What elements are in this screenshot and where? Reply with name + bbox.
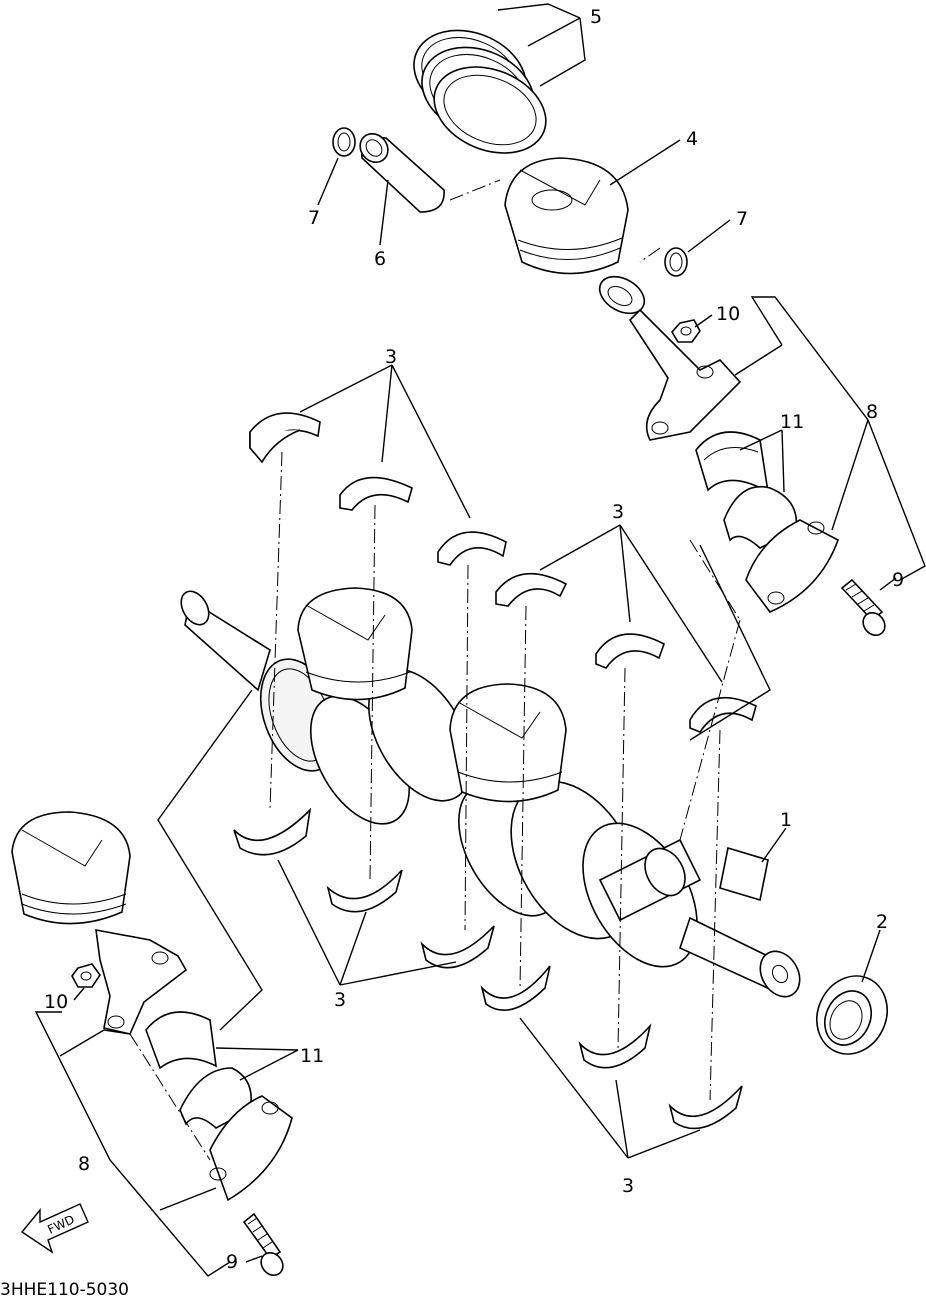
assembly-centerlines [129,179,741,1161]
rod-cap-upper [745,519,839,613]
callout-9-lower: 9 [226,1251,238,1273]
oil-seal [816,975,888,1055]
big-end-bearing-lower-b [179,1067,252,1129]
big-end-bearing-lower-a [145,1011,217,1070]
callout-6: 6 [374,248,386,270]
main-bearing-shell-2 [339,476,413,511]
main-bearing-shell-1 [249,412,321,464]
rod-bolt-upper [840,578,886,637]
callout-3-upper-left: 3 [385,346,397,368]
drawing-code: 3HHE110-5030 [0,1280,129,1299]
piston-pin-clip-right [664,247,688,277]
callout-2: 2 [876,911,888,933]
main-bearing-shell-8 [326,869,403,913]
callout-7-right: 7 [736,208,748,230]
main-bearing-shell-3 [437,531,507,566]
piston-on-crank-2 [449,683,567,803]
main-bearing-shell-6 [689,696,757,733]
main-bearing-shell-12 [668,1085,743,1130]
piston-pin [359,132,445,213]
callout-11-upper: 11 [780,411,804,433]
callout-9-upper: 9 [892,569,904,591]
callout-11-lower: 11 [300,1045,324,1067]
main-bearing-shell-7 [233,807,312,856]
piston-on-crank-1 [297,587,413,701]
callout-1: 1 [780,809,792,831]
fwd-arrow-icon: FWD [20,1203,89,1254]
big-end-bearing-upper-b [723,486,798,549]
piston-upper [504,157,629,275]
big-end-bearing-upper-a [695,431,770,494]
fwd-label: FWD [45,1212,76,1237]
connecting-rod-upper [598,275,742,441]
callout-3-lower-right: 3 [622,1175,634,1197]
main-bearing-shell-5 [595,633,665,669]
connecting-rod-lower [95,929,188,1035]
rod-nut-upper [671,319,701,343]
callout-8-lower: 8 [78,1153,90,1175]
rod-cap-lower [209,1095,293,1202]
callout-3-lower-middle: 3 [334,989,346,1011]
piston-lower-left [11,811,131,925]
main-bearing-shell-9 [420,925,495,969]
callout-4: 4 [686,128,698,150]
rod-nut-lower [71,963,101,988]
main-bearing-shell-11 [578,1023,652,1069]
callout-10-lower: 10 [44,991,68,1013]
callout-5: 5 [590,6,602,28]
main-bearing-shell-10 [480,965,551,1012]
callouts: 5 4 7 7 6 10 3 8 11 3 9 1 2 3 10 11 8 3 … [44,6,904,1273]
callout-3-upper-right: 3 [612,501,624,523]
callout-7-left: 7 [308,207,320,229]
rod-bolt-lower [242,1212,284,1277]
callout-10-upper: 10 [716,303,740,325]
leader-lines [34,3,926,1277]
piston-rings [413,29,547,154]
main-bearing-shell-4 [495,572,568,607]
piston-pin-clip-left [332,127,356,157]
callout-8-upper: 8 [866,401,878,423]
